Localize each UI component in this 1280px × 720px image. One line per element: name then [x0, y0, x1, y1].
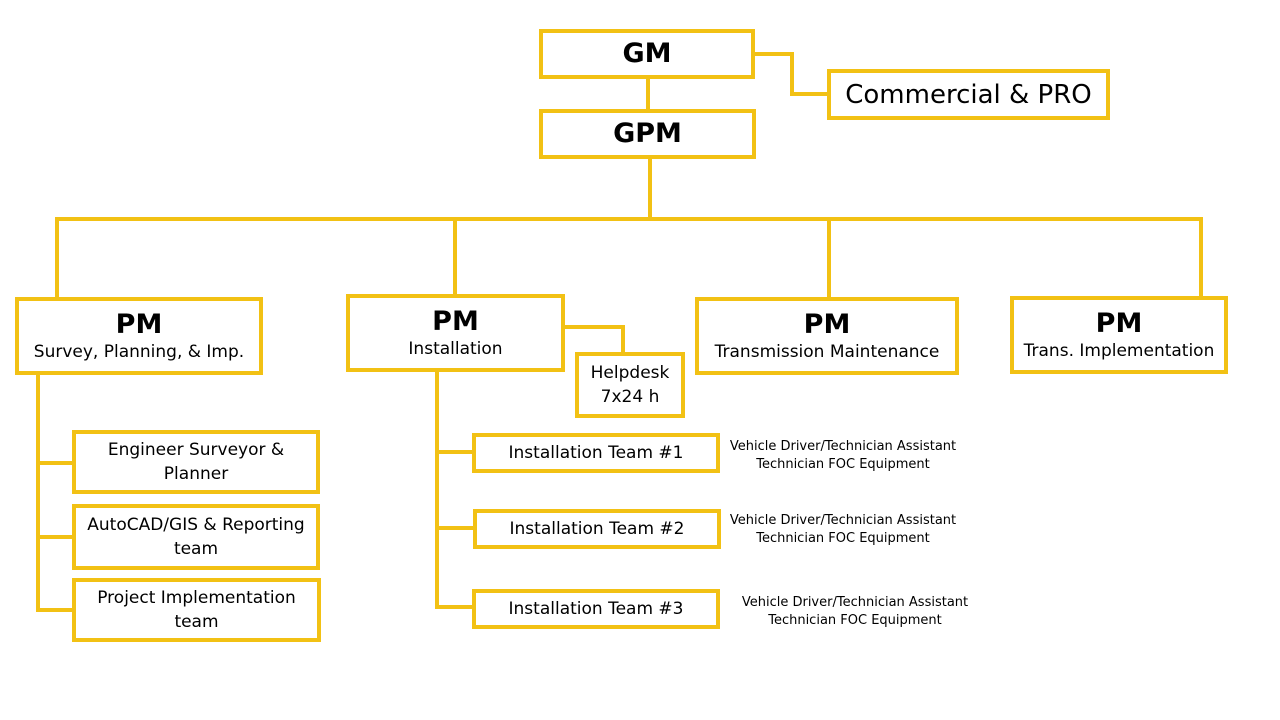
pm-transmission-subtitle: Transmission Maintenance — [714, 342, 940, 362]
installation-team-note-line2: Technician FOC Equipment — [768, 613, 942, 628]
pm-survey-subtitle: Survey, Planning, & Imp. — [33, 342, 245, 362]
pm-installation-title: PM — [432, 306, 479, 337]
survey-team-line2: team — [173, 539, 219, 559]
connector-installation-helpdesk — [561, 325, 625, 356]
pm-trans-impl-title: PM — [1095, 308, 1143, 339]
installation-team-box: Installation Team #3 — [472, 589, 720, 629]
pm-survey-box: PM Survey, Planning, & Imp. — [15, 297, 263, 375]
pm-transmission-box: PM Transmission Maintenance — [695, 297, 959, 375]
commercial-box: Commercial & PRO — [827, 69, 1110, 120]
pm-installation-box: PM Installation — [346, 294, 565, 372]
installation-team-label: Installation Team #2 — [509, 519, 685, 539]
helpdesk-box: Helpdesk 7x24 h — [575, 352, 685, 418]
helpdesk-line2: 7x24 h — [600, 387, 660, 407]
survey-team-box: Project Implementation team — [72, 578, 321, 642]
installation-team-note-line1: Vehicle Driver/Technician Assistant — [741, 595, 969, 610]
installation-team-note-line2: Technician FOC Equipment — [756, 457, 930, 472]
installation-team-box: Installation Team #2 — [473, 509, 721, 549]
pm-trans-impl-box: PM Trans. Implementation — [1010, 296, 1228, 374]
connector-gm-commercial — [752, 52, 831, 96]
pm-transmission-title: PM — [803, 309, 851, 340]
installation-team-note: Vehicle Driver/Technician Assistant Tech… — [713, 512, 973, 548]
installation-team-box: Installation Team #1 — [472, 433, 720, 473]
helpdesk-line1: Helpdesk — [590, 363, 670, 383]
survey-team-box: Engineer Surveyor & Planner — [72, 430, 320, 494]
commercial-label: Commercial & PRO — [845, 79, 1092, 110]
installation-team-label: Installation Team #1 — [508, 443, 684, 463]
installation-team-note: Vehicle Driver/Technician Assistant Tech… — [713, 438, 973, 474]
installation-team-note-line1: Vehicle Driver/Technician Assistant — [729, 439, 957, 454]
installation-team-label: Installation Team #3 — [508, 599, 684, 619]
survey-team-box: AutoCAD/GIS & Reporting team — [72, 504, 320, 570]
gpm-title: GPM — [613, 118, 682, 149]
survey-team-line2: Planner — [163, 464, 229, 484]
installation-team-note-line2: Technician FOC Equipment — [756, 531, 930, 546]
gm-box: GM — [539, 29, 755, 79]
gpm-box: GPM — [539, 109, 756, 159]
pm-trans-impl-subtitle: Trans. Implementation — [1023, 341, 1215, 361]
survey-team-line1: AutoCAD/GIS & Reporting — [87, 515, 305, 535]
survey-team-line1: Engineer Surveyor & — [107, 440, 285, 460]
survey-team-line1: Project Implementation — [97, 588, 296, 608]
installation-team-note: Vehicle Driver/Technician Assistant Tech… — [725, 594, 985, 630]
pm-survey-title: PM — [115, 309, 163, 340]
survey-team-line2: team — [174, 612, 219, 632]
installation-team-note-line1: Vehicle Driver/Technician Assistant — [729, 513, 957, 528]
gm-title: GM — [622, 38, 672, 69]
pm-installation-subtitle: Installation — [408, 339, 503, 359]
